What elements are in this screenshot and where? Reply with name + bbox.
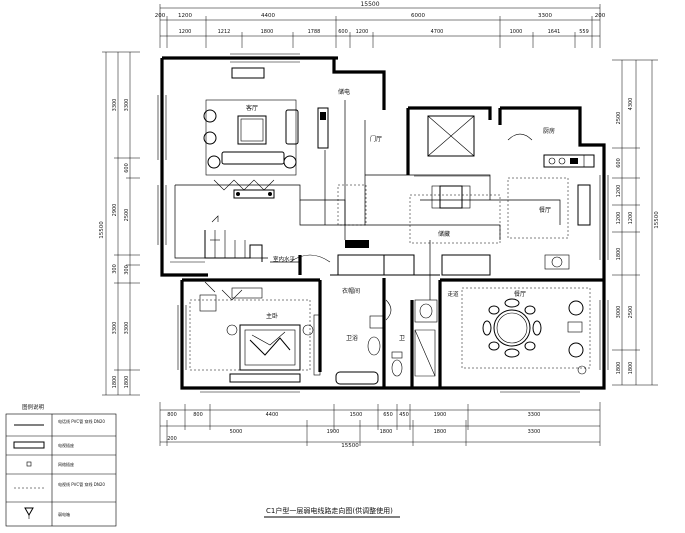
wiring-lines bbox=[174, 100, 561, 300]
dim-right2-6: 3000 bbox=[616, 306, 622, 319]
dim-bot2-5: 1800 bbox=[434, 429, 447, 435]
dim-right2-7: 1800 bbox=[616, 362, 622, 375]
dim-top2-4: 1788 bbox=[308, 29, 321, 35]
bedroom-furniture bbox=[199, 281, 321, 383]
dim-top-3: 4400 bbox=[261, 13, 275, 19]
dim-left-4: 3300 bbox=[112, 322, 118, 335]
room-label-bath: 卫浴 bbox=[346, 334, 358, 342]
dim-bot-1: 800 bbox=[167, 412, 177, 418]
dim-bot-7: 1900 bbox=[434, 412, 447, 418]
cabinet-row bbox=[289, 240, 491, 276]
room-label-dining-sub: 餐厅 bbox=[539, 206, 551, 214]
dim-top-1: 200 bbox=[155, 13, 166, 19]
room-label-hallway: 走道 bbox=[447, 290, 459, 298]
walls bbox=[160, 56, 606, 390]
legend-symbol-box bbox=[24, 507, 34, 517]
room-label-hall: 门厅 bbox=[370, 135, 382, 143]
dining-set bbox=[482, 298, 587, 375]
dim-right2-1: 2500 bbox=[616, 112, 622, 125]
dim-right2-3: 1200 bbox=[616, 185, 622, 198]
dim-left2-3: 2500 bbox=[124, 209, 130, 222]
dim-top2-8: 1000 bbox=[510, 29, 523, 35]
legend-text-4: 电视线 PVC管 穿线 DN20 bbox=[58, 481, 105, 487]
dim-top2-9: 1641 bbox=[548, 29, 561, 35]
dim-top2-1: 1200 bbox=[179, 29, 192, 35]
legend-symbol-socket bbox=[13, 441, 45, 449]
dim-left-5: 1800 bbox=[112, 376, 118, 389]
dim-left-1: 3300 bbox=[112, 99, 118, 112]
dim-left2-6: 1800 bbox=[124, 376, 130, 389]
dim-left-2: 2900 bbox=[112, 204, 118, 217]
dim-top2-2: 1212 bbox=[218, 29, 231, 35]
room-label-cloak: 衣帽间 bbox=[342, 287, 360, 295]
dim-bot-2: 800 bbox=[193, 412, 203, 418]
dim-right-3: 2500 bbox=[628, 306, 634, 319]
legend-text-1: 电话线 PVC管 穿线 DN20 bbox=[58, 418, 105, 424]
dim-bot-5: 650 bbox=[383, 412, 393, 418]
bath-fixtures bbox=[335, 299, 438, 385]
dim-top-5: 3300 bbox=[538, 13, 552, 19]
dim-top-2: 1200 bbox=[178, 13, 192, 19]
right-dimension-lines: 15500 4300 1200 2500 1800 2500 600 1200 … bbox=[612, 59, 660, 386]
dim-bot2-6: 3300 bbox=[528, 429, 541, 435]
dim-top-6: 200 bbox=[595, 13, 606, 19]
dim-bot-8: 3300 bbox=[528, 412, 541, 418]
room-label-kitchen: 厨房 bbox=[543, 127, 555, 135]
dim-bot-3: 4400 bbox=[266, 412, 279, 418]
dim-right-1: 4300 bbox=[628, 98, 634, 111]
top-dimension-lines: 15500 200 1200 4400 6000 3300 200 1200 1… bbox=[155, 1, 606, 48]
dim-right-total: 15500 bbox=[654, 211, 660, 229]
dim-bot-6: 450 bbox=[399, 412, 409, 418]
room-label-wet-area: 储电 bbox=[338, 88, 350, 96]
dim-top2-10: 559 bbox=[579, 29, 589, 35]
dim-left2-1: 3300 bbox=[124, 99, 130, 112]
dim-bot-total: 15500 bbox=[341, 443, 359, 449]
legend-text-5: 弱电箱 bbox=[58, 511, 70, 517]
legend: 图例说明 电话线 PVC管 穿线 DN20 电视插座 网络插座 电视线 PVC管… bbox=[5, 403, 117, 527]
dim-top2-3: 1800 bbox=[261, 29, 274, 35]
dim-bot2-2: 5000 bbox=[230, 429, 243, 435]
room-label-wc: 卫 bbox=[399, 335, 405, 342]
dim-bot2-3: 1900 bbox=[327, 429, 340, 435]
room-labels: 客厅 储电 门厅 厨房 餐厅 储藏 室内水平 主卧 衣帽间 卫浴 卫 餐厅 走道 bbox=[246, 88, 555, 342]
dim-bot2-4: 1800 bbox=[380, 429, 393, 435]
legend-symbol-square bbox=[26, 461, 32, 467]
dim-right2-5: 1800 bbox=[616, 248, 622, 261]
dim-left-3: 300 bbox=[112, 264, 118, 274]
dim-right-2: 1200 bbox=[628, 212, 634, 225]
dim-right2-2: 600 bbox=[616, 158, 622, 168]
room-label-dining: 餐厅 bbox=[514, 290, 526, 298]
dashed-zones bbox=[189, 177, 591, 371]
dim-left-total: 15500 bbox=[99, 221, 105, 239]
room-label-stair: 室内水平 bbox=[273, 255, 296, 263]
dim-top2-7: 4700 bbox=[431, 29, 444, 35]
legend-text-2: 电视插座 bbox=[58, 442, 74, 448]
dim-top2-5: 600 bbox=[338, 29, 348, 35]
dim-right2-4: 1200 bbox=[616, 212, 622, 225]
dim-bot-4: 1500 bbox=[350, 412, 363, 418]
dim-left2-4: 300 bbox=[124, 265, 130, 275]
stair bbox=[170, 215, 263, 263]
dim-right-4: 1800 bbox=[628, 362, 634, 375]
windows bbox=[157, 53, 609, 393]
kitchen-fixtures bbox=[507, 133, 595, 270]
hall-elevator bbox=[414, 115, 490, 209]
room-label-living: 客厅 bbox=[246, 104, 258, 112]
dim-left2-5: 3300 bbox=[124, 322, 130, 335]
bottom-dimension-lines: 800 800 4400 1500 650 450 1900 3300 200 … bbox=[159, 402, 601, 449]
dim-bot2-1: 200 bbox=[167, 436, 177, 442]
dim-top2-6: 1200 bbox=[356, 29, 369, 35]
dim-top-4: 6000 bbox=[411, 13, 425, 19]
drawing-title-block: C1户型一层弱电线路走向图(供调整使用) bbox=[264, 506, 400, 518]
legend-text-3: 网络插座 bbox=[58, 461, 74, 467]
left-dimension-lines: 15500 3300 2900 300 3300 1800 3300 600 3… bbox=[99, 51, 140, 396]
room-label-master-bedroom: 主卧 bbox=[266, 312, 278, 320]
drawing-title: C1户型一层弱电线路走向图(供调整使用) bbox=[266, 506, 393, 515]
living-furniture bbox=[203, 67, 329, 199]
legend-title: 图例说明 bbox=[22, 403, 45, 411]
room-label-storage: 储藏 bbox=[438, 230, 450, 238]
dim-left2-2: 600 bbox=[124, 163, 130, 173]
dim-top-total: 15500 bbox=[360, 1, 379, 8]
